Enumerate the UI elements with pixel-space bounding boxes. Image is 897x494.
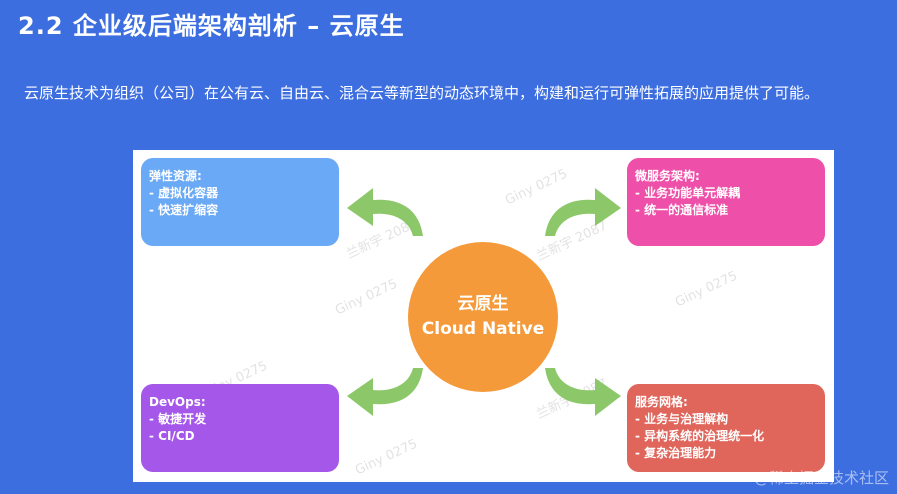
card-title: DevOps: xyxy=(149,395,206,409)
card-item: - 虚拟化容器 xyxy=(149,186,219,200)
diagram-panel: Giny 0275 兰新宇 2087 Giny 0275 Giny 0275 G… xyxy=(133,150,834,482)
card-item: - 异构系统的治理统一化 xyxy=(635,429,765,443)
card-item: - 业务与治理解构 xyxy=(635,412,729,426)
card-item: - 复杂治理能力 xyxy=(635,446,717,460)
card-item: - 快速扩缩容 xyxy=(149,203,219,217)
center-label-cn: 云原生 xyxy=(457,294,509,314)
card-title: 弹性资源: xyxy=(149,169,202,183)
arrow-to-elastic-icon xyxy=(347,188,423,236)
watermark: Giny 0275 xyxy=(332,276,400,319)
card-elastic-resources: 弹性资源: - 虚拟化容器 - 快速扩缩容 xyxy=(141,158,339,246)
watermark: Giny 0275 xyxy=(352,436,420,479)
slide-title: 2.2 企业级后端架构剖析 – 云原生 xyxy=(18,12,405,40)
site-watermark: @稀土掘金技术社区 xyxy=(753,469,889,487)
arrow-to-devops-icon xyxy=(347,368,423,416)
arrow-to-microservices-icon xyxy=(545,188,621,236)
card-title: 微服务架构: xyxy=(635,169,700,183)
card-item: - 敏捷开发 xyxy=(149,412,207,426)
card-item: - CI/CD xyxy=(149,429,195,443)
card-title: 服务网格: xyxy=(635,395,688,409)
card-devops: DevOps: - 敏捷开发 - CI/CD xyxy=(141,384,339,472)
card-item: - 业务功能单元解耦 xyxy=(635,186,741,200)
center-label-en: Cloud Native xyxy=(421,319,545,339)
arrow-to-service-mesh-icon xyxy=(545,368,621,416)
watermark: Giny 0275 xyxy=(672,268,740,311)
card-item: - 统一的通信标准 xyxy=(635,203,729,217)
card-microservices: 微服务架构: - 业务功能单元解耦 - 统一的通信标准 xyxy=(627,158,825,246)
card-service-mesh: 服务网格: - 业务与治理解构 - 异构系统的治理统一化 - 复杂治理能力 xyxy=(627,384,825,472)
slide-description: 云原生技术为组织（公司）在公有云、自由云、混合云等新型的动态环境中，构建和运行可… xyxy=(24,84,820,102)
cloud-native-center-circle: 云原生 Cloud Native xyxy=(408,242,558,392)
